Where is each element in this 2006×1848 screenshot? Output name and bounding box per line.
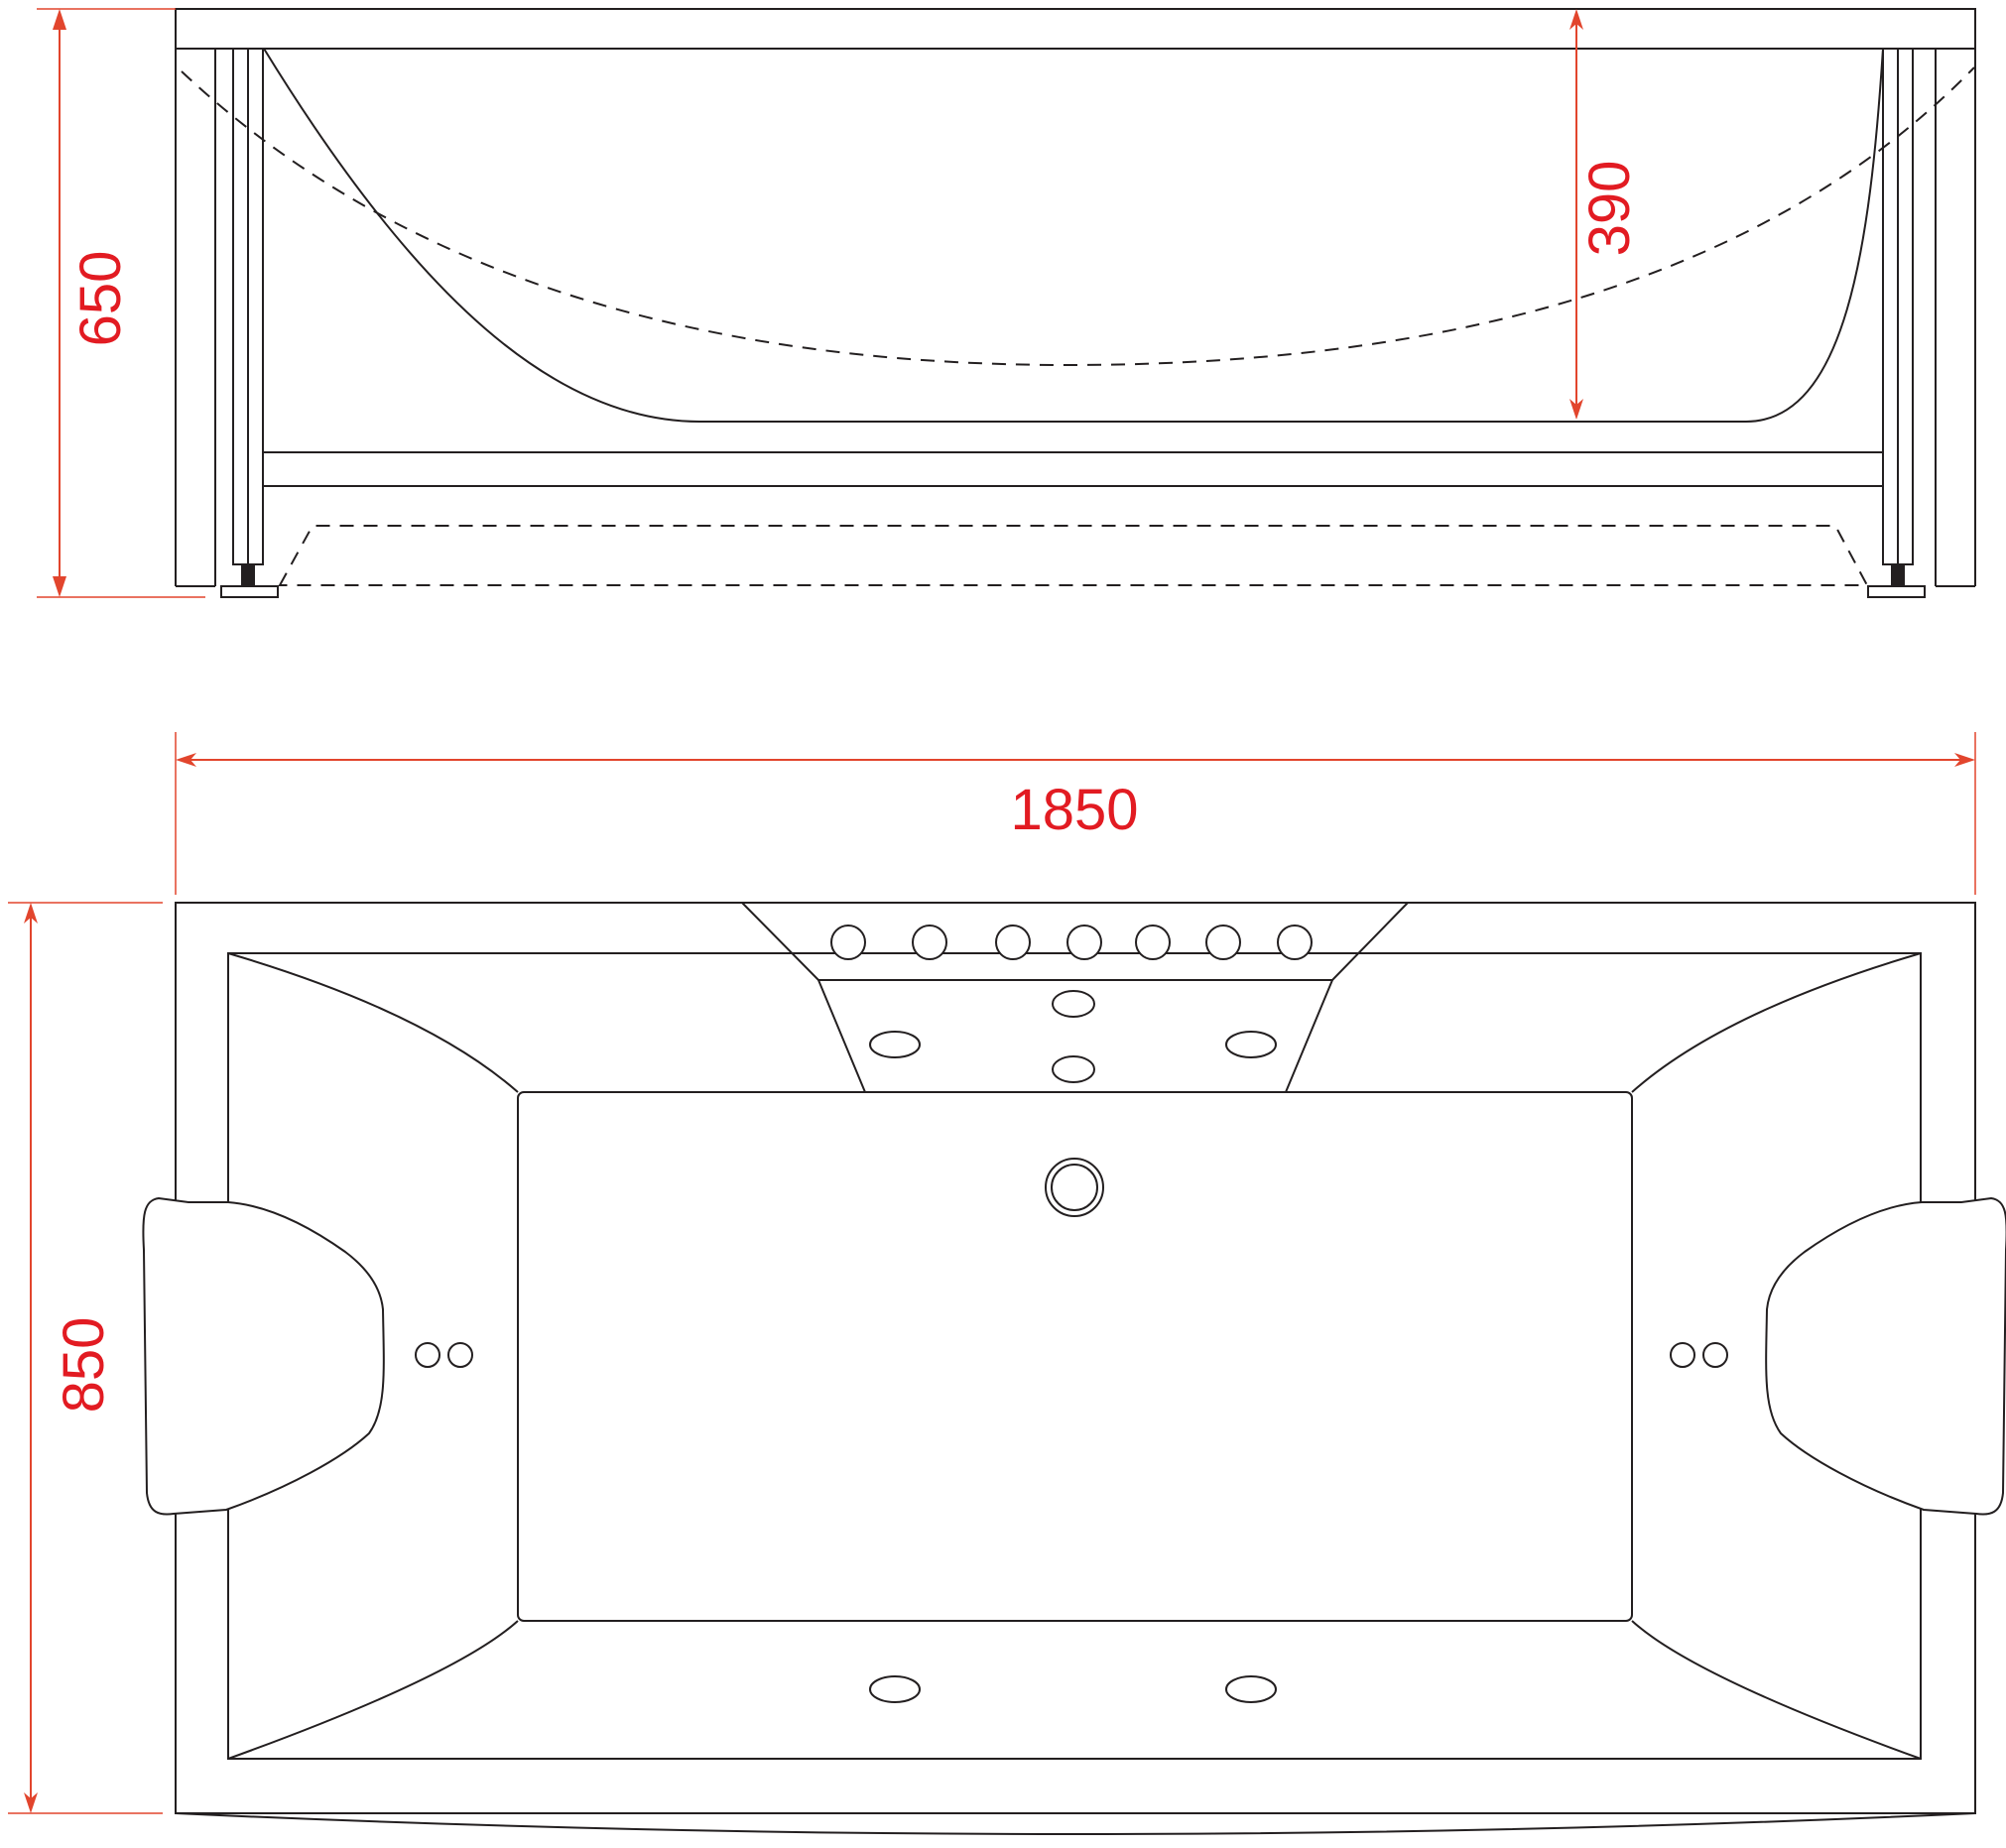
side-hidden-skirt [278, 525, 1869, 586]
side-left-foot-bolt [241, 564, 255, 586]
side-view [175, 8, 1976, 598]
side-control-button [447, 1342, 473, 1368]
top-wall-right-lower [1631, 1620, 1922, 1760]
side-control-button [415, 1342, 440, 1368]
dimension-depth-label: 390 [1577, 161, 1642, 257]
jet [1052, 1055, 1095, 1083]
top-front-edge [175, 1812, 1976, 1835]
jet [1052, 990, 1095, 1018]
side-hidden-curve [181, 66, 1975, 367]
jet [869, 1031, 921, 1058]
top-wall-right-upper [1631, 952, 1922, 1093]
side-left-foot [220, 585, 279, 598]
control-button [995, 924, 1031, 960]
control-button [830, 924, 866, 960]
jet [1225, 1675, 1277, 1703]
dimension-height-label: 650 [68, 251, 133, 347]
top-control-panel-inner [817, 979, 1333, 1093]
dimension-height: 650 [37, 8, 205, 598]
dimension-length-label: 1850 [1010, 778, 1138, 842]
side-control-button [1670, 1342, 1695, 1368]
side-control-button [1702, 1342, 1728, 1368]
headrest-left [142, 1196, 385, 1516]
top-control-panel-outer [741, 902, 1409, 981]
control-button [1066, 924, 1102, 960]
hydromassage-jets [869, 990, 1277, 1703]
headrest-right [1765, 1196, 2006, 1516]
dimension-width: 850 [8, 902, 163, 1814]
top-wall-left-lower [227, 1620, 519, 1760]
side-right-foot [1867, 585, 1926, 598]
dimension-width-label: 850 [52, 1317, 116, 1414]
side-right-foot-bolt [1891, 564, 1905, 586]
top-wall-left-upper [227, 952, 519, 1093]
drain [1045, 1158, 1104, 1217]
control-button [1277, 924, 1313, 960]
control-button [912, 924, 947, 960]
control-buttons [830, 924, 1313, 960]
dimension-length: 1850 [175, 732, 1976, 895]
control-button [1205, 924, 1241, 960]
dimension-depth: 390 [1569, 9, 1642, 420]
jet [1225, 1031, 1277, 1058]
control-button [1135, 924, 1171, 960]
jet [869, 1675, 921, 1703]
top-view [142, 902, 2006, 1835]
side-basin-profile [263, 48, 1884, 423]
side-rim [175, 8, 1976, 50]
